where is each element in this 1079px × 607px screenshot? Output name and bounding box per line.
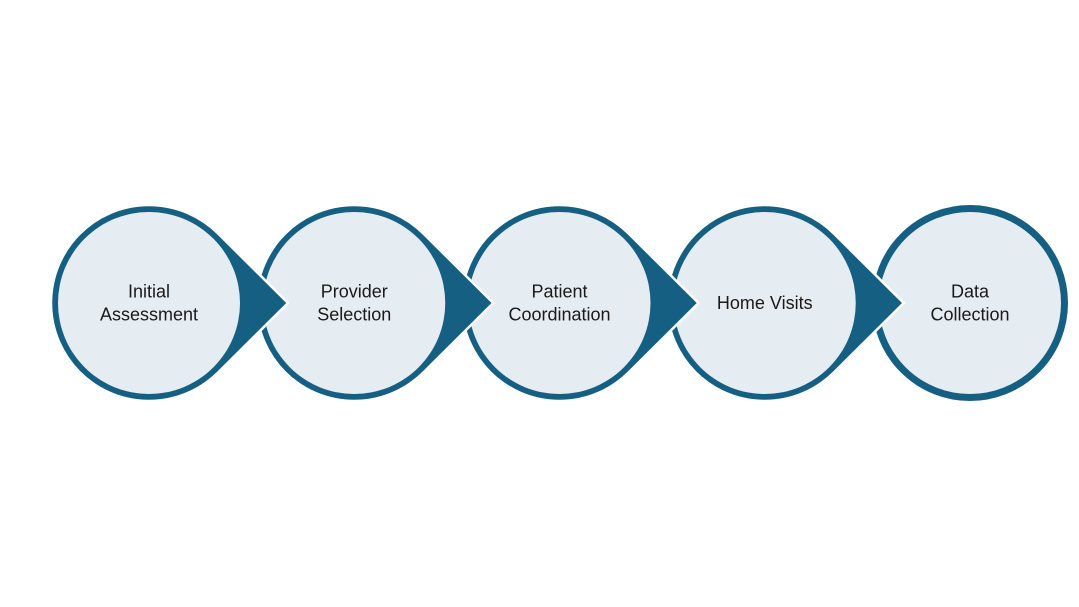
step-label: Initial: [128, 282, 170, 302]
step-label: Data: [951, 282, 990, 302]
step-label: Coordination: [508, 305, 610, 325]
step-label: Assessment: [100, 305, 198, 325]
step-label: Provider: [321, 282, 388, 302]
step-circle: [58, 212, 240, 394]
step-label: Home Visits: [717, 293, 813, 313]
step-circle: [263, 212, 446, 394]
step-label: Collection: [930, 305, 1009, 325]
step-circle: [468, 212, 651, 394]
step-label: Patient: [531, 282, 587, 302]
step-circle: [673, 212, 856, 394]
step-label: Selection: [317, 305, 391, 325]
step-home-visits: Home Visits: [665, 203, 906, 403]
